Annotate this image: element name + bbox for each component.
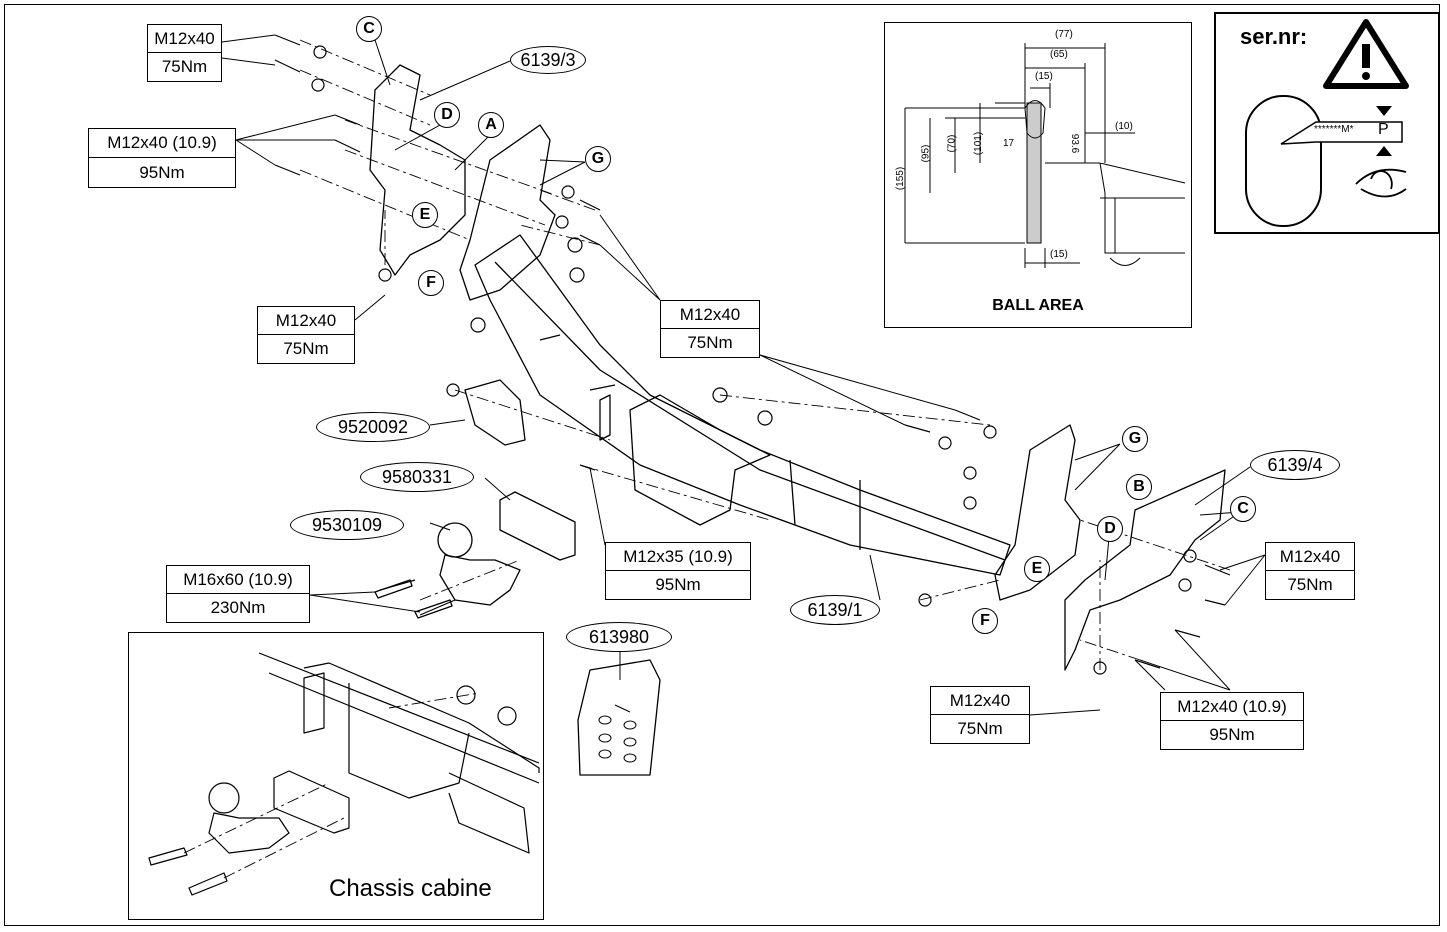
- bolt-spec-right-bottom: M12x40 75Nm: [930, 686, 1030, 744]
- callout-f-right: F: [972, 608, 998, 634]
- part-6139-3: 6139/3: [510, 46, 586, 74]
- center-plate: [629, 394, 771, 526]
- callout-e-left: E: [412, 202, 438, 228]
- callout-d-right: D: [1097, 516, 1123, 542]
- ball-area-inset: (77) (65) (15) (10) (155) (95) (70) (101…: [884, 22, 1192, 328]
- right-bracket: [1064, 469, 1226, 671]
- dim-155: (155): [895, 166, 907, 191]
- dim-15-bottom: (15): [1050, 249, 1068, 260]
- dim-77: (77): [1055, 29, 1073, 40]
- bolt-spec-right-109: M12x40 (10.9) 95Nm: [1160, 692, 1304, 750]
- dim-10: (10): [1115, 121, 1133, 132]
- bolt-spec-left-109: M12x40 (10.9) 95Nm: [88, 128, 236, 188]
- left-bracket: [369, 64, 466, 276]
- part-9530109: 9530109: [290, 510, 404, 540]
- chassis-cabine-inset: Chassis cabine: [128, 632, 544, 920]
- chassis-drawing: [148, 652, 540, 896]
- part-9580331: 9580331: [360, 462, 474, 492]
- callout-c-right: C: [1230, 496, 1256, 522]
- bolt-spec-m16: M16x60 (10.9) 230Nm: [166, 565, 310, 623]
- part-9520092: 9520092: [316, 412, 430, 442]
- bolt-spec-left-bottom: M12x40 75Nm: [257, 306, 355, 364]
- chassis-caption: Chassis cabine: [329, 875, 492, 902]
- callout-e-right: E: [1024, 556, 1050, 582]
- dim-101: (101): [973, 131, 985, 156]
- ball-area-title: BALL AREA: [992, 297, 1084, 314]
- dim-70: (70): [946, 134, 958, 153]
- ball-area-drawing: [904, 43, 1186, 268]
- serial-code-letter: P: [1378, 121, 1389, 138]
- callout-a: A: [478, 112, 504, 138]
- dim-65: (65): [1050, 49, 1068, 60]
- serial-number-inset: ser.nr: *******M* P: [1214, 12, 1440, 234]
- drawing-frame: [4, 4, 1440, 926]
- callout-c-left: C: [356, 16, 382, 42]
- callout-g-left: G: [585, 146, 611, 172]
- serial-drawing: [1245, 19, 1409, 227]
- dim-17: 17: [1003, 138, 1015, 149]
- dim-15-top: (15): [1035, 71, 1053, 82]
- dim-95: (95): [920, 144, 932, 163]
- bolt-spec-center: M12x40 75Nm: [660, 300, 760, 358]
- dim-93-6: 93.6: [1069, 133, 1081, 154]
- serial-title: ser.nr:: [1240, 24, 1308, 49]
- bolt-spec-right-top: M12x40 75Nm: [1265, 542, 1355, 600]
- part-6139-1: 6139/1: [790, 595, 880, 625]
- hardware-bag: [577, 659, 661, 776]
- callout-f-left: F: [418, 270, 444, 296]
- bolt-spec-top-left: M12x40 75Nm: [147, 24, 222, 82]
- callout-b: B: [1126, 474, 1152, 500]
- callout-g-right: G: [1122, 426, 1148, 452]
- callout-d-left: D: [434, 102, 460, 128]
- part-6139-4: 6139/4: [1250, 450, 1340, 480]
- part-613980: 613980: [566, 622, 672, 652]
- bolt-spec-m35: M12x35 (10.9) 95Nm: [605, 542, 751, 600]
- warning-triangle-icon: [1323, 19, 1409, 89]
- serial-code: *******M*: [1314, 124, 1354, 135]
- eye-icon: [1355, 168, 1407, 198]
